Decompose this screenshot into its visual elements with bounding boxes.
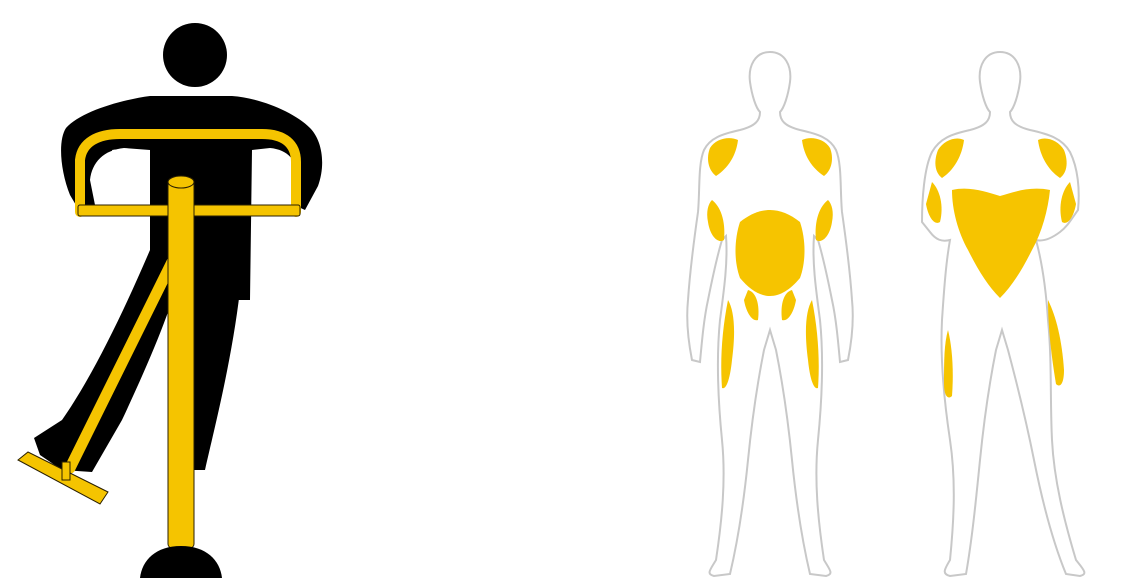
back-body-outline (922, 52, 1084, 576)
muscle-diagram (660, 0, 1141, 578)
machine-illustration (0, 0, 360, 578)
user-head (163, 23, 227, 87)
anatomy-front-view-icon (687, 52, 853, 576)
pendulum-arm (70, 262, 172, 468)
foot-stopper (62, 462, 70, 480)
pole-base (140, 546, 222, 578)
user-standing-leg (190, 280, 240, 470)
left-arm-gap (112, 149, 146, 198)
front-body-outline (687, 52, 853, 576)
leg-swing-machine-user-icon (0, 0, 360, 578)
front-abdominals (736, 210, 805, 296)
anatomy-views (660, 0, 1141, 578)
anatomy-back-view-icon (922, 52, 1084, 576)
right-arm-gap (256, 151, 284, 198)
main-pole (168, 180, 194, 548)
pole-cap (168, 176, 194, 188)
